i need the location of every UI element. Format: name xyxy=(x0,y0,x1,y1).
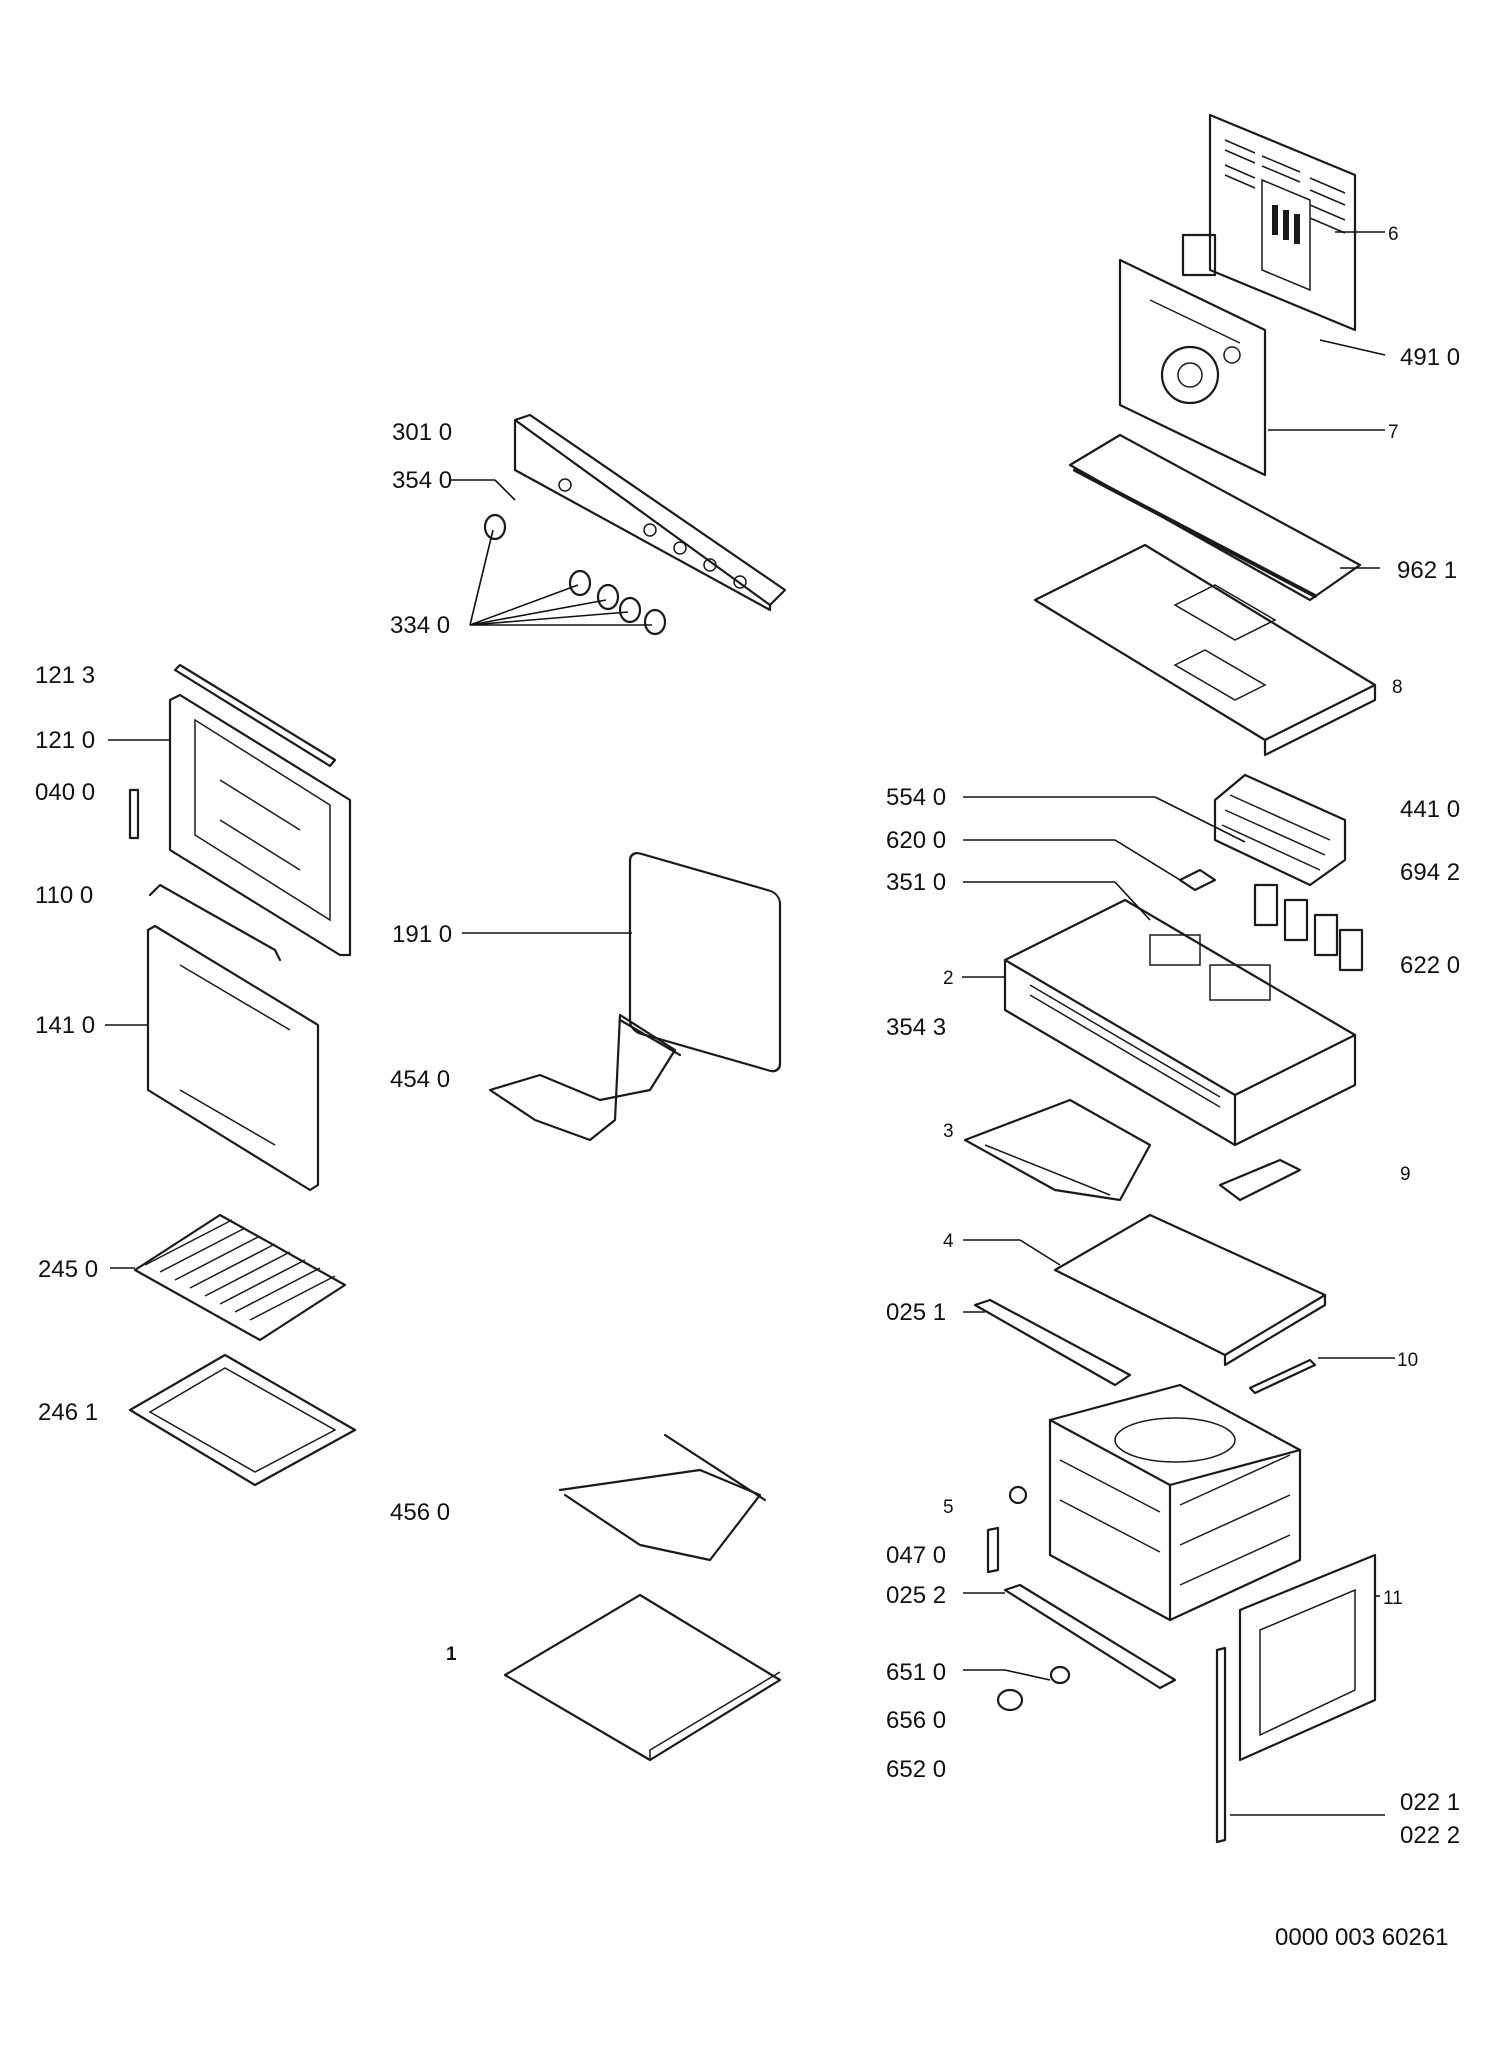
door-top-strip-part xyxy=(173,663,337,768)
callout-334-0: 334 0 xyxy=(390,612,450,639)
top-cover-part xyxy=(1033,543,1377,757)
rear-panel-part xyxy=(1208,113,1357,332)
callout-656-0: 656 0 xyxy=(886,1707,946,1734)
knob-set-part xyxy=(483,513,667,636)
callout-554-0: 554 0 xyxy=(886,784,946,811)
callout-5: 5 xyxy=(943,1497,954,1518)
oven-cavity-part xyxy=(1048,1383,1302,1622)
grill-element-part xyxy=(488,1013,682,1142)
callout-301-0: 301 0 xyxy=(392,419,452,446)
callout-1: 1 xyxy=(446,1644,457,1665)
glass-plate-part xyxy=(628,851,782,1073)
door-frame-part xyxy=(168,693,352,957)
tray-plate-part xyxy=(963,1098,1152,1202)
callout-354-0: 354 0 xyxy=(392,467,452,494)
baking-tray-part xyxy=(128,1353,357,1487)
callout-620-0: 620 0 xyxy=(886,827,946,854)
knob-part xyxy=(996,1665,1071,1712)
callout-11: 11 xyxy=(1383,1588,1403,1609)
callout-9: 9 xyxy=(1400,1164,1411,1185)
door-glass-part xyxy=(146,924,320,1192)
callout-141-0: 141 0 xyxy=(35,1012,95,1039)
callout-491-0: 491 0 xyxy=(1400,344,1460,371)
callout-3: 3 xyxy=(943,1121,954,1142)
control-panel-part xyxy=(513,413,787,612)
callout-121-3: 121 3 xyxy=(35,662,95,689)
lamp-part xyxy=(986,1485,1028,1574)
callout-191-0: 191 0 xyxy=(392,921,452,948)
callout-622-0: 622 0 xyxy=(1400,952,1460,979)
callout-454-0: 454 0 xyxy=(390,1066,450,1093)
callout-025-1: 025 1 xyxy=(886,1299,946,1326)
leader-lines xyxy=(105,231,1395,1816)
callout-8: 8 xyxy=(1392,677,1403,698)
rail-right-part xyxy=(1248,1358,1317,1395)
callout-351-0: 351 0 xyxy=(886,869,946,896)
callout-354-3: 354 3 xyxy=(886,1014,946,1041)
small-insert-part xyxy=(1218,1158,1302,1202)
callout-040-0: 040 0 xyxy=(35,779,95,806)
control-housing-part xyxy=(1003,868,1364,1147)
callout-456-0: 456 0 xyxy=(390,1499,450,1526)
bottom-plate-part xyxy=(503,1593,782,1762)
shelf-plate-part xyxy=(1053,1213,1327,1367)
door-handle-part xyxy=(148,883,282,962)
front-frame-part xyxy=(1238,1553,1377,1762)
callout-022-1: 022 1 xyxy=(1400,1789,1460,1816)
bottom-rail-part xyxy=(1003,1583,1177,1690)
lower-element-part xyxy=(558,1433,767,1562)
wire-rack-part xyxy=(133,1213,347,1342)
callout-962-1: 962 1 xyxy=(1397,557,1457,584)
fan-heater-part xyxy=(1213,773,1347,887)
callout-694-2: 694 2 xyxy=(1400,859,1460,886)
callout-246-1: 246 1 xyxy=(38,1399,98,1426)
reference-number: 0000 003 60261 xyxy=(1275,1924,1449,1951)
callout-025-2: 025 2 xyxy=(886,1582,946,1609)
callout-651-0: 651 0 xyxy=(886,1659,946,1686)
side-strip-part xyxy=(1215,1646,1227,1844)
seal-strip-part xyxy=(1068,433,1362,602)
callout-652-0: 652 0 xyxy=(886,1756,946,1783)
callout-110-0: 110 0 xyxy=(35,882,93,909)
rail-left-part xyxy=(973,1298,1132,1387)
callout-labels: 6 491 0 7 962 1 8 554 0 441 0 620 0 694 … xyxy=(35,224,1460,1849)
callout-441-0: 441 0 xyxy=(1400,796,1460,823)
callout-121-0: 121 0 xyxy=(35,727,95,754)
callout-6: 6 xyxy=(1388,224,1399,245)
callout-022-2: 022 2 xyxy=(1400,1822,1460,1849)
hinge-part xyxy=(128,788,140,840)
callout-4: 4 xyxy=(943,1231,954,1252)
callout-2: 2 xyxy=(943,968,954,989)
back-wall-part xyxy=(1118,233,1267,477)
callout-245-0: 245 0 xyxy=(38,1256,98,1283)
callout-10: 10 xyxy=(1397,1350,1418,1371)
callout-047-0: 047 0 xyxy=(886,1542,946,1569)
callout-7: 7 xyxy=(1388,422,1399,443)
